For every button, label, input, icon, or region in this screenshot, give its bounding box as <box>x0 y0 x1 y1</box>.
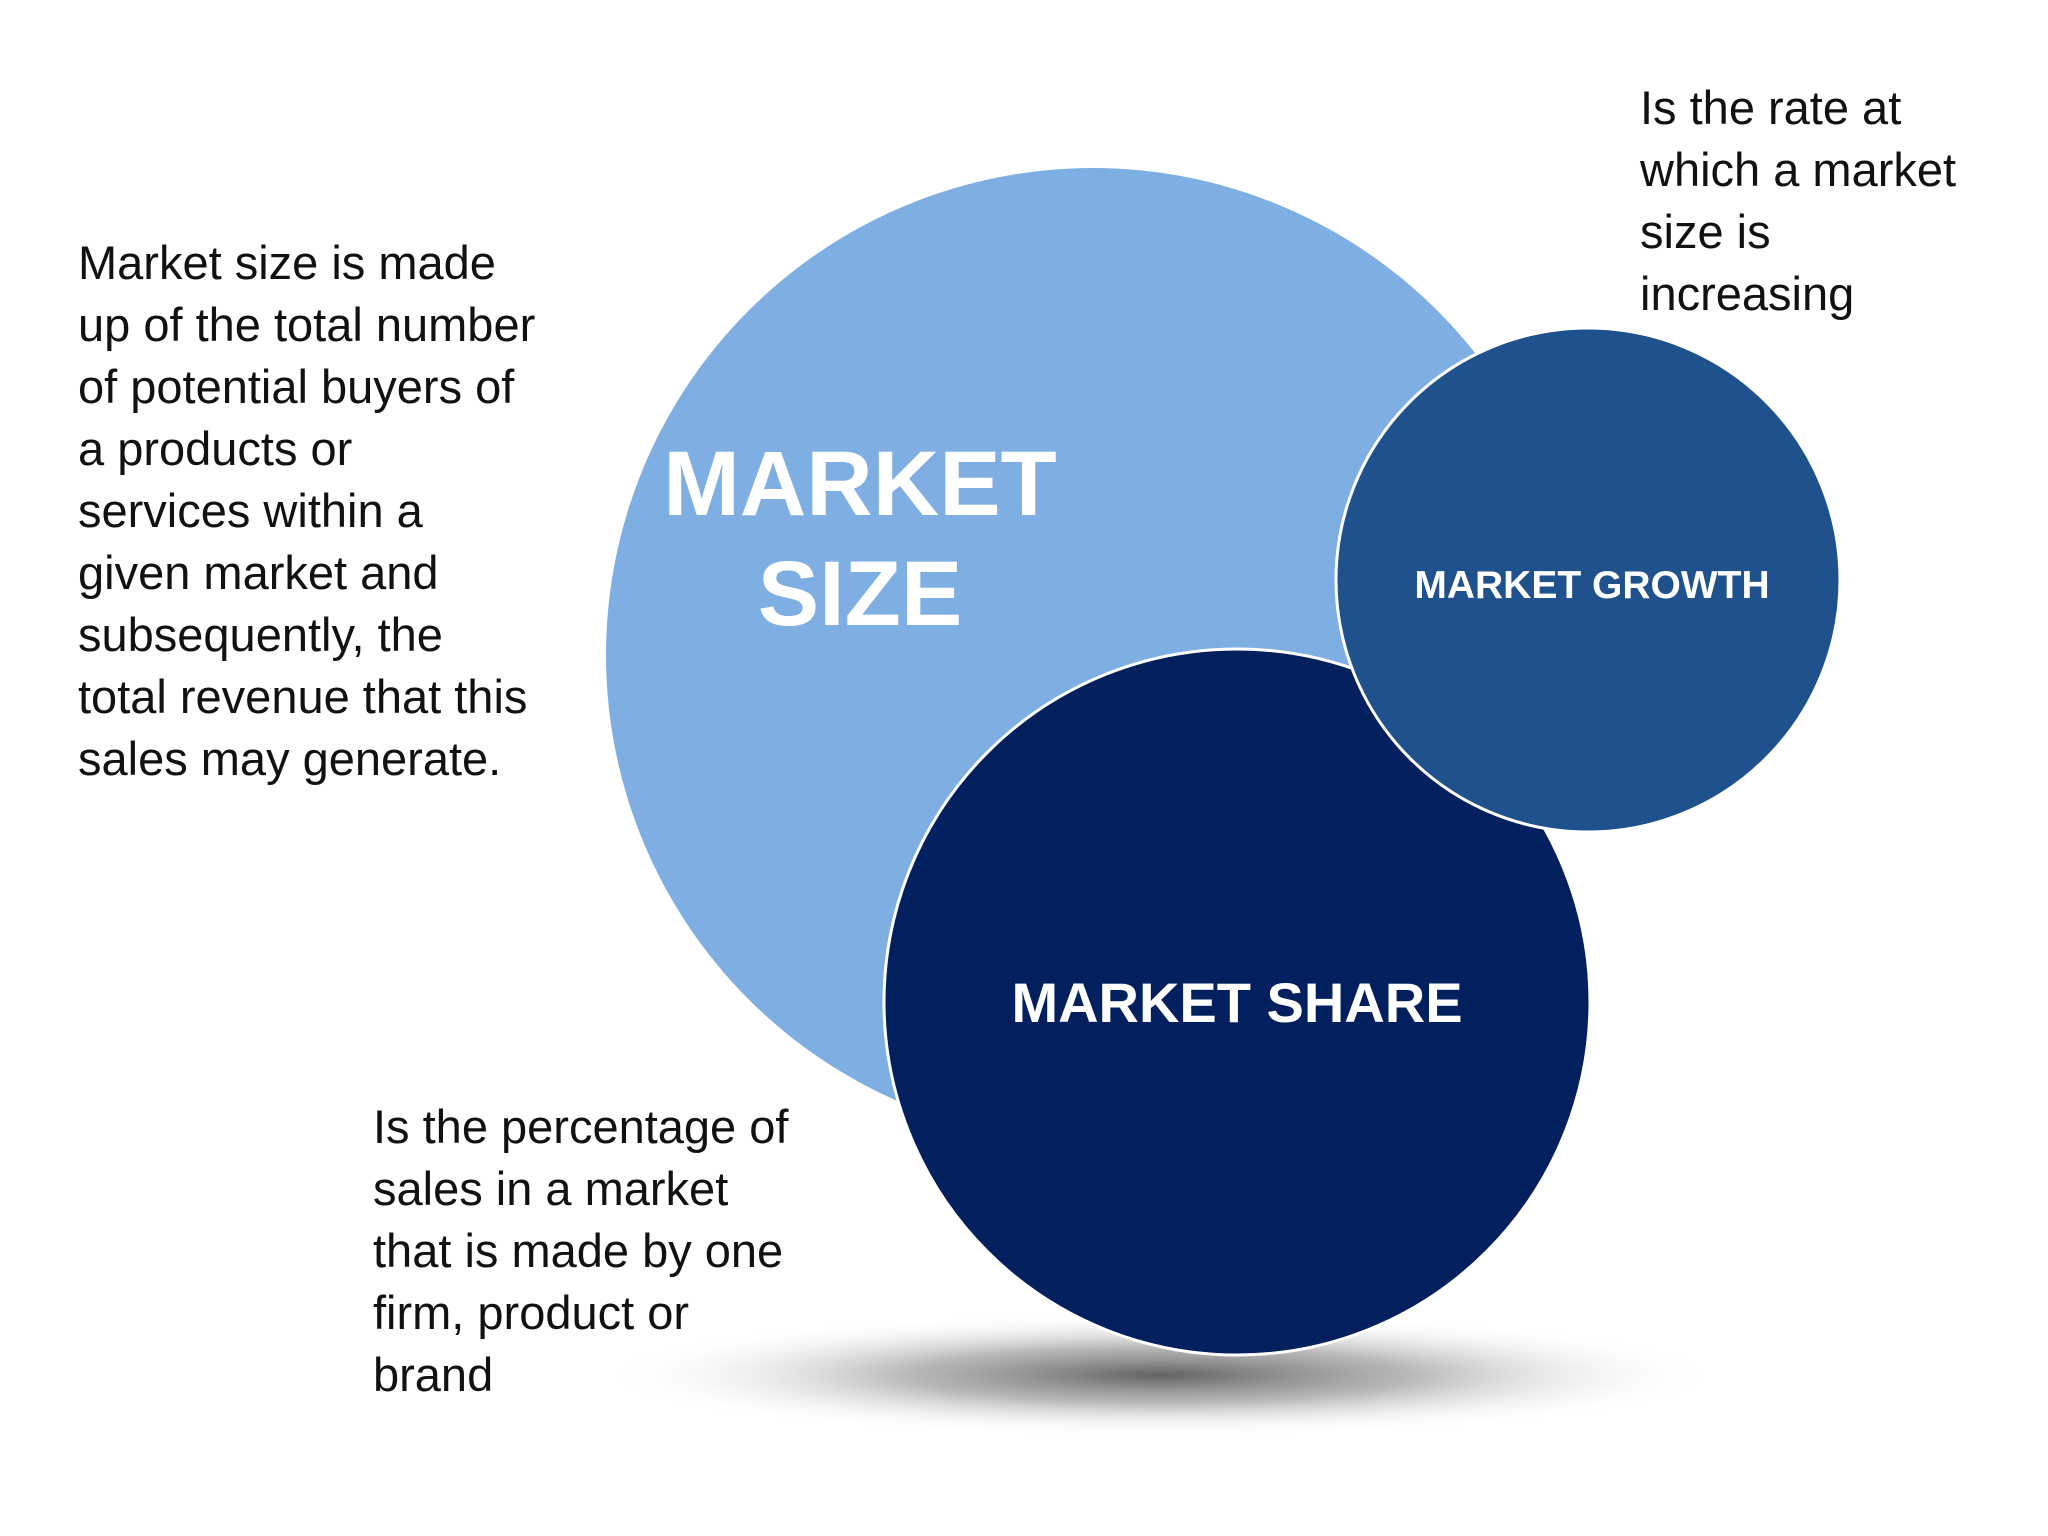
market-share-circle <box>882 647 1592 1357</box>
drop-shadow <box>600 1313 1720 1437</box>
market-size-label-line2: SIZE <box>758 543 962 645</box>
market-growth-description: Is the rate at which a market size is in… <box>1640 81 1957 320</box>
market-size-label-line1: MARKET <box>663 433 1057 535</box>
market-growth-label: MARKET GROWTH <box>1414 564 1769 607</box>
market-size-description: Market size is made up of the total numb… <box>78 236 536 785</box>
market-share-description: Is the percentage of sales in a market t… <box>373 1100 789 1401</box>
market-growth-circle <box>1334 326 1842 834</box>
market-share-label: MARKET SHARE <box>1011 971 1462 1034</box>
